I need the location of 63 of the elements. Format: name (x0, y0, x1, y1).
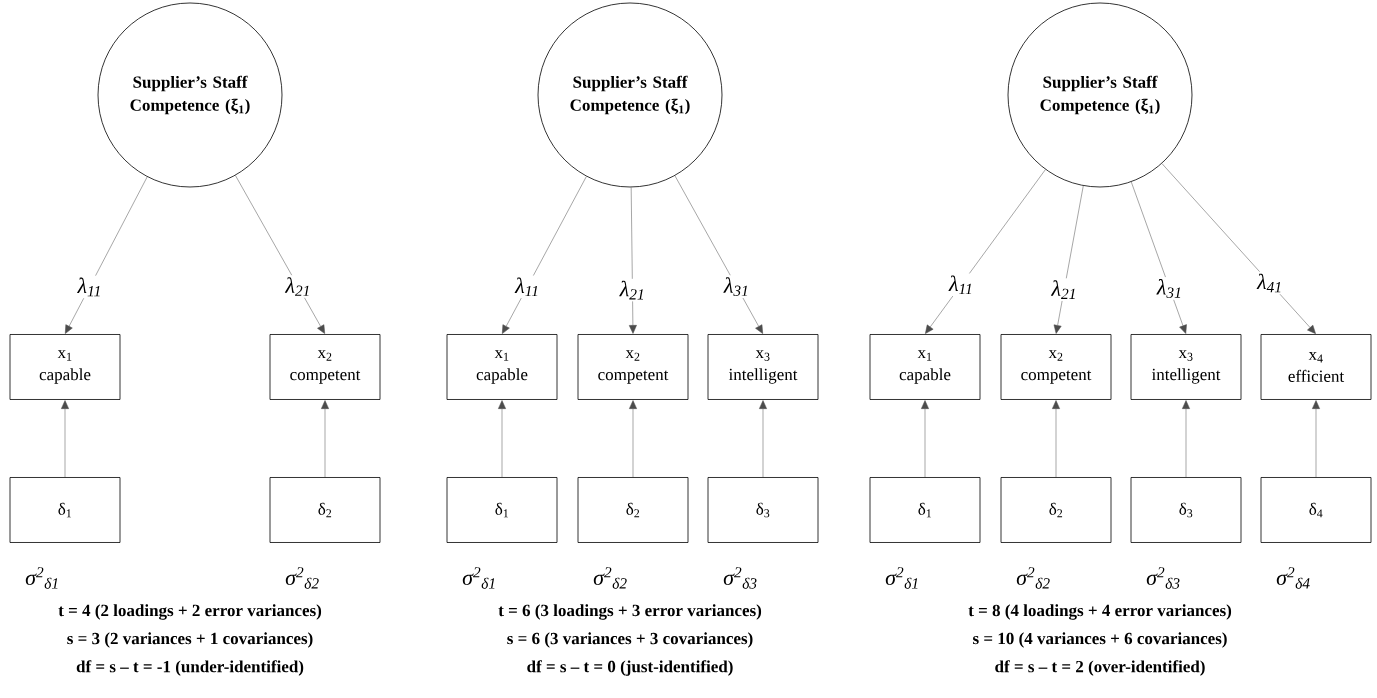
indicator-box: x$_{1}$ capable (869, 334, 981, 400)
error-box: δ$_{1}$ (869, 477, 981, 543)
error-arrow (1052, 400, 1060, 478)
indicator-box: x$_{3}$ intelligent (1130, 334, 1242, 400)
error-arrow (1182, 400, 1190, 478)
error-box: δ$_{1}$ (446, 477, 558, 543)
error-arrow (629, 400, 637, 478)
error-arrow (1312, 400, 1320, 478)
loading-arrow (674, 175, 763, 334)
error-variance-label: σ$^{2}$δ2 (593, 567, 627, 589)
error-variance-label: σ$^{2}$δ2 (1016, 567, 1050, 589)
identification-note: t = 4 (2 loadings + 2 error variances) (58, 604, 322, 620)
loading-label: λ$_{41}$ (1255, 271, 1285, 295)
indicator-box: x$_{1}$ capable (446, 334, 558, 400)
error-box: δ$_{1}$ (9, 477, 121, 543)
error-box: δ$_{4}$ (1260, 477, 1372, 543)
error-arrow (498, 400, 506, 478)
indicator-box: x$_{2}$ competent (1000, 334, 1112, 400)
identification-note: t = 8 (4 loadings + 4 error variances) (968, 604, 1232, 620)
identification-note: df = s – t = 0 (just-identified) (527, 660, 733, 676)
loading-arrow (628, 187, 637, 334)
error-variance-label: σ$^{2}$δ2 (285, 567, 319, 589)
identification-note: df = s – t = 2 (over-identified) (995, 660, 1205, 676)
error-arrow (61, 400, 69, 478)
error-arrow (321, 400, 329, 478)
indicator-box: x$_{2}$ competent (269, 334, 381, 400)
error-box: δ$_{2}$ (577, 477, 689, 543)
error-box: δ$_{2}$ (269, 477, 381, 543)
loading-label: λ$_{11}$ (947, 273, 976, 297)
loading-label: λ$_{11}$ (75, 275, 104, 299)
error-box: δ$_{3}$ (707, 477, 819, 543)
identification-note: s = 10 (4 variances + 6 covariances) (973, 632, 1227, 648)
identification-note: t = 6 (3 loadings + 3 error variances) (498, 604, 762, 620)
error-box: δ$_{3}$ (1130, 477, 1242, 543)
loading-arrow (925, 169, 1046, 334)
error-variance-label: σ$^{2}$δ3 (723, 567, 757, 589)
indicator-box: x$_{2}$ competent (577, 334, 689, 400)
loading-arrow (1161, 163, 1316, 334)
identification-note: s = 6 (3 variances + 3 covariances) (507, 632, 753, 648)
indicator-box: x$_{4}$ efficient (1260, 334, 1372, 400)
error-arrow (921, 400, 929, 478)
loading-arrow (1131, 181, 1187, 334)
error-variance-label: σ$^{2}$δ3 (1146, 567, 1180, 589)
error-box: δ$_{2}$ (1000, 477, 1112, 543)
loading-arrow (65, 176, 148, 334)
loading-label: λ$_{21}$ (1049, 278, 1079, 301)
identification-note: s = 3 (2 variances + 1 covariances) (67, 632, 313, 648)
indicator-box: x$_{1}$ capable (9, 334, 121, 400)
indicator-box: x$_{3}$ intelligent (707, 334, 819, 400)
identification-note: df = s – t = -1 (under-identified) (76, 660, 304, 676)
error-arrow (759, 400, 767, 478)
error-variance-label: σ$^{2}$δ4 (1276, 567, 1310, 589)
loading-label: λ$_{21}$ (283, 275, 313, 298)
loading-arrow (1053, 185, 1084, 334)
error-variance-label: σ$^{2}$δ1 (885, 567, 918, 589)
loading-label: λ$_{11}$ (513, 275, 542, 299)
loading-arrow (502, 176, 587, 334)
loading-label: λ$_{31}$ (721, 275, 752, 298)
error-variance-label: σ$^{2}$δ1 (462, 567, 495, 589)
error-variance-label: σ$^{2}$δ1 (25, 567, 58, 589)
loading-label: λ$_{21}$ (617, 278, 648, 302)
loading-label: λ$_{31}$ (1154, 277, 1185, 300)
loading-arrow (235, 175, 325, 334)
